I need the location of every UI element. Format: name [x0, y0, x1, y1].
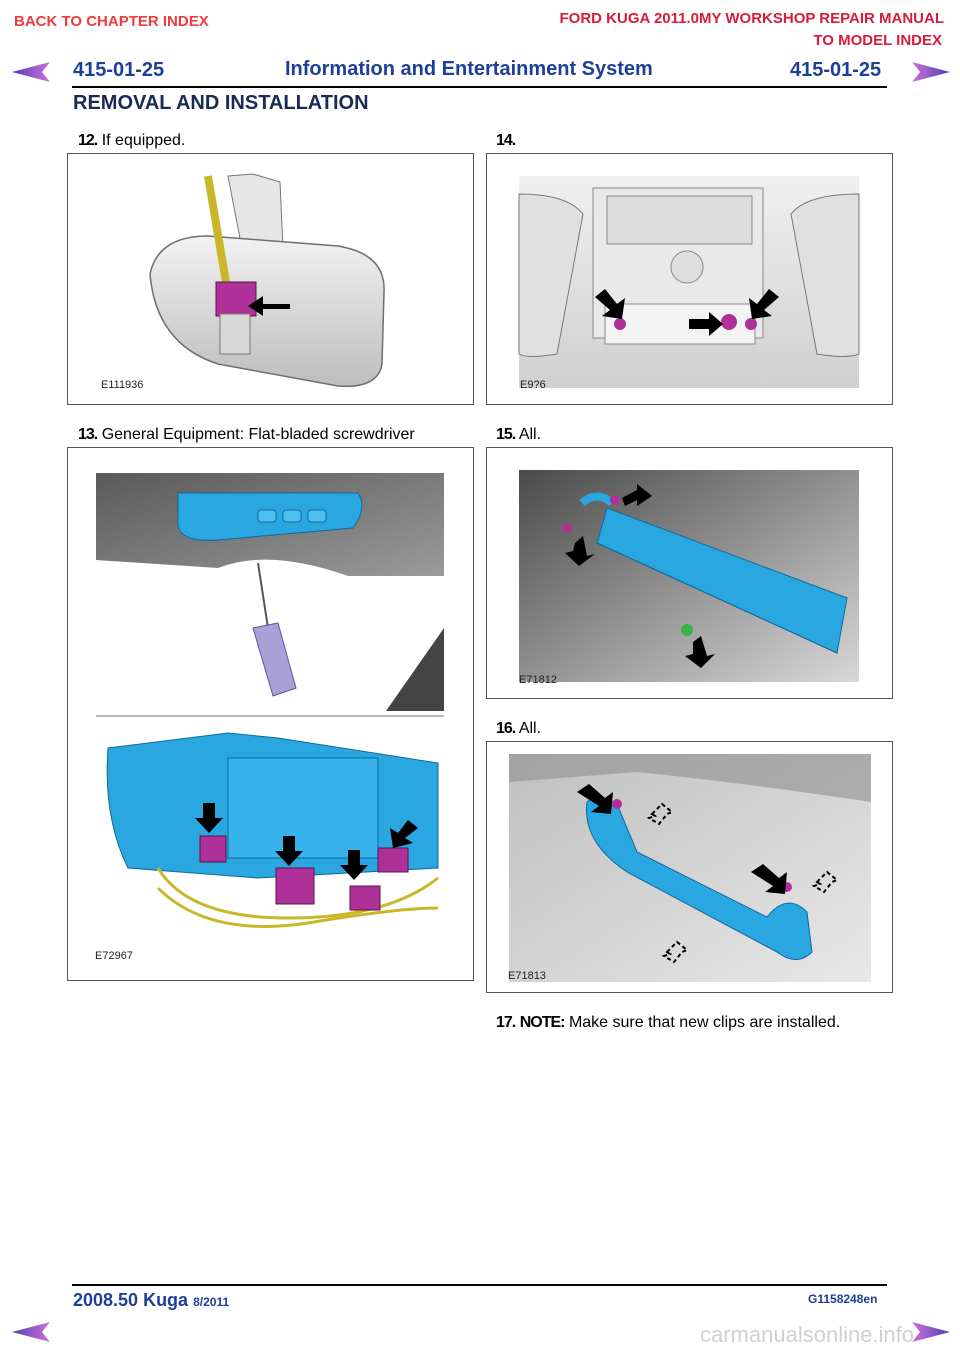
figure-e111936: E111936	[67, 153, 474, 405]
figure-label: E111936	[101, 379, 144, 391]
step-number: 17.	[496, 1014, 516, 1031]
step-number: 12.	[78, 132, 98, 149]
grab-handle-illustration	[509, 754, 871, 982]
figure-label: E72967	[95, 950, 133, 962]
footer-model: 2008.50 Kuga 8/2011	[73, 1290, 229, 1311]
step-12: 12. If equipped.	[78, 132, 185, 150]
step-15: 15. All.	[496, 426, 541, 444]
header-rule	[72, 86, 887, 88]
manual-title: FORD KUGA 2011.0MY WORKSHOP REPAIR MANUA…	[559, 10, 945, 27]
back-to-chapter-index-link[interactable]: BACK TO CHAPTER INDEX	[14, 13, 209, 30]
sun-visor-illustration	[519, 470, 859, 682]
page-number-right: 415-01-25	[790, 59, 882, 81]
figure-label: E71813	[508, 970, 546, 982]
step-13: 13. General Equipment: Flat-bladed screw…	[78, 426, 415, 444]
note-label: NOTE:	[519, 1014, 566, 1031]
next-page-arrow-icon[interactable]	[910, 1320, 952, 1344]
footer-model-text: 2008.50 Kuga	[73, 1290, 189, 1310]
figure-label: E71812	[519, 674, 557, 686]
overhead-console-removal-illustration	[96, 473, 444, 928]
step-text: General Equipment: Flat-bladed screwdriv…	[101, 426, 415, 443]
step-text: All.	[518, 426, 542, 443]
step-16: 16. All.	[496, 720, 541, 738]
step-17: 17. NOTE: Make sure that new clips are i…	[496, 1014, 840, 1032]
section-title: REMOVAL AND INSTALLATION	[73, 92, 369, 114]
step-text: All.	[518, 720, 542, 737]
previous-page-arrow-icon[interactable]	[10, 1320, 52, 1344]
page-number-left: 415-01-25	[73, 59, 165, 81]
figure-e71813: E71813	[486, 741, 893, 993]
footer-code: G1158248en	[808, 1292, 878, 1306]
footer-rule	[72, 1284, 887, 1286]
next-page-arrow-icon[interactable]	[910, 60, 952, 84]
step-number: 15.	[496, 426, 516, 443]
to-model-index-link[interactable]: TO MODEL INDEX	[813, 32, 942, 49]
previous-page-arrow-icon[interactable]	[10, 60, 52, 84]
step-number: 16.	[496, 720, 516, 737]
step-text: If equipped.	[101, 132, 186, 149]
figure-e71812: E71812	[486, 447, 893, 699]
chapter-title: Information and Entertainment System	[285, 58, 653, 80]
step-number: 14.	[496, 132, 516, 149]
step-14: 14.	[496, 132, 516, 150]
figure-e72967: E72967	[67, 447, 474, 981]
footer-date: 8/2011	[193, 1295, 230, 1309]
figure-e9x6: E9?6	[486, 153, 893, 405]
step-number: 13.	[78, 426, 98, 443]
step-text: Make sure that new clips are installed.	[568, 1014, 841, 1031]
roof-console-illustration	[518, 176, 860, 388]
rear-view-mirror-illustration	[149, 173, 385, 388]
watermark: carmanualsonline.info	[700, 1322, 915, 1347]
figure-label: E9?6	[520, 379, 546, 391]
